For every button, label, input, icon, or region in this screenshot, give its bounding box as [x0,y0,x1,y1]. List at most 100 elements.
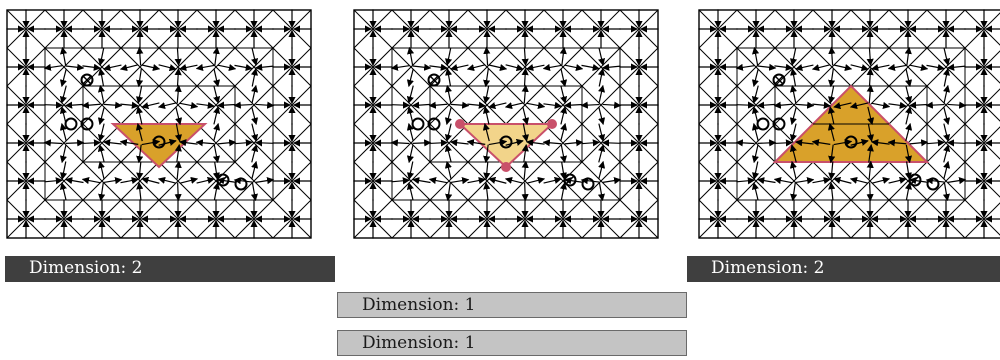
vector-arrow [563,101,583,109]
vector-arrow [905,68,913,88]
vector-arrow [521,67,529,87]
vertex-dot [501,162,511,172]
vector-arrow [526,63,545,72]
vector-arrow [812,101,832,109]
vector-arrow [905,122,913,142]
vector-arrow [751,144,759,164]
vector-arrow [482,106,490,125]
vector-arrow [905,106,913,125]
vector-arrow [564,177,583,185]
vector-arrow [445,68,453,87]
vector-arrow [444,47,453,66]
critical-point [756,117,770,131]
vector-arrow [908,101,928,109]
vector-arrow [947,177,967,185]
vector-arrow [598,84,606,104]
vector-field-panel-right [697,8,1000,240]
vector-arrow [488,64,508,72]
vector-arrow [849,176,869,184]
vector-arrow [811,64,831,72]
vector-arrow [179,101,199,110]
vector-arrow [174,182,182,202]
vector-arrow [97,144,105,163]
vector-arrow [849,102,869,110]
vector-arrow [174,47,182,67]
vector-arrow [598,144,606,163]
vector-arrow [943,123,951,142]
critical-point-mark [218,175,228,185]
vector-arrow [213,85,221,104]
vector-arrow [135,85,144,104]
vector-arrow [521,123,530,142]
vector-arrow [196,101,215,109]
vector-arrow [483,161,491,181]
vector-arrow [597,182,605,202]
vector-arrow [942,68,951,87]
vector-arrow [505,64,524,72]
vector-arrow [141,176,160,184]
critical-point-mark [565,175,575,185]
vector-arrow [943,106,951,126]
vector-arrow [43,63,63,71]
vector-arrow [103,64,122,72]
vector-arrow [559,161,567,180]
vector-arrow [103,101,123,109]
vector-arrow [251,144,259,163]
vector-arrow [887,139,907,147]
critical-point [234,177,248,191]
vector-arrow [789,106,797,126]
vector-arrow [794,139,814,147]
vector-arrow [827,122,835,142]
vector-arrow [141,64,161,72]
vector-arrow [871,101,891,110]
vector-arrow [429,139,449,147]
vector-arrow [97,160,105,180]
vector-arrow [411,101,431,109]
vector-arrow [521,160,529,180]
vector-arrow [175,106,183,126]
vector-arrow [866,84,874,104]
dimension-label-left: Dimension: 2 [5,256,335,282]
vector-arrow [602,101,622,109]
critical-points [756,73,940,191]
vector-arrow [946,63,966,71]
critical-point [427,117,441,131]
critical-point [152,135,166,149]
vector-arrow [406,122,414,142]
vector-arrow [752,46,760,66]
vector-arrow [526,176,546,184]
vector-arrow [234,139,254,147]
vector-arrow [449,139,469,147]
vector-arrow [543,101,562,109]
vector-arrow [943,144,951,163]
vector-arrow [234,63,253,71]
vector-arrow [560,106,568,125]
vector-arrow [136,46,144,66]
vector-arrow [212,161,220,180]
critical-point [772,73,786,87]
critical-point [926,177,940,191]
vector-arrow [179,63,198,72]
vector-arrow [543,176,562,184]
vector-arrow [157,176,177,184]
vector-arrow [789,84,798,104]
critical-point [563,173,577,187]
vector-arrow [904,46,912,66]
vector-arrow [82,63,102,71]
vector-arrow [773,176,793,185]
vector-arrow [833,139,853,147]
vector-arrow [390,139,410,147]
vector-arrow [483,144,491,164]
vector-arrow [119,139,139,147]
vector-arrow [59,182,67,201]
vector-arrow [602,177,622,185]
vector-arrow [521,144,529,163]
vector-arrow [483,68,491,88]
vector-arrow [751,68,759,88]
vector-arrow [444,84,453,104]
dimension-label-middle-2: Dimension: 1 [337,330,687,356]
vector-arrow [213,68,221,88]
vertex-dot [455,119,465,129]
vector-arrow [467,176,486,185]
vector-arrow [866,47,874,67]
